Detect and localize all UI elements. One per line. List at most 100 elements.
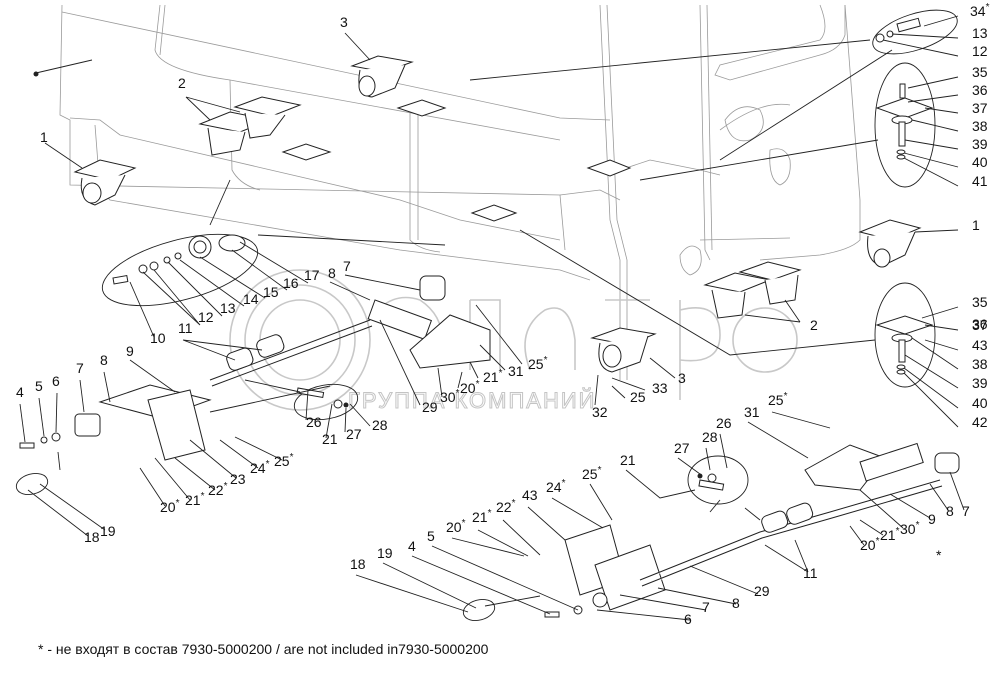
callout-labels: 12334*1312353637383940411353736433839404… [16,2,990,627]
callout-label-19: 19 [100,523,116,539]
standalone-asterisk: * [936,547,942,563]
callout-label-38: 38 [972,118,988,134]
callout-label-29: 29 [754,583,770,599]
callout-label-35: 35 [972,294,988,310]
callout-label-24: 24* [250,459,270,476]
callout-label-20: 20* [860,536,880,553]
callout-label-27: 27 [346,426,362,442]
callout-label-17: 17 [304,267,320,283]
callout-label-43: 43 [972,337,988,353]
callout-label-21: 21* [483,368,503,385]
linkage-right [544,442,960,618]
callout-label-12: 12 [198,309,214,325]
callout-label-20: 20* [160,498,180,515]
footnote: * - не входят в состав 7930-5000200 / ar… [38,641,489,657]
callout-label-18: 18 [350,556,366,572]
callout-label-9: 9 [928,511,936,527]
callout-label-8: 8 [732,595,740,611]
callout-label-25: 25* [768,391,788,408]
callout-label-14: 14 [243,291,259,307]
callout-label-20: 20* [460,379,480,396]
callout-label-26: 26 [716,415,732,431]
cab-body-outline [59,4,861,380]
callout-label-33: 33 [652,380,668,396]
callout-label-1: 1 [40,129,48,145]
callout-label-36: 36 [972,316,988,332]
mounting-pads [281,99,632,222]
callout-label-7: 7 [962,503,970,519]
callout-label-11: 11 [803,565,818,581]
bracket-2-left [198,96,302,156]
callout-label-7: 7 [343,258,351,274]
detail-parts [112,17,934,491]
callout-label-9: 9 [126,343,134,359]
callout-label-4: 4 [408,538,416,554]
callout-label-34: 34* [970,2,990,19]
bracket-1-left [73,159,137,206]
callout-label-31: 31 [744,404,760,420]
callout-label-8: 8 [328,265,336,281]
callout-label-15: 15 [263,284,279,300]
callout-label-23: 23 [230,471,246,487]
callout-label-11: 11 [178,320,193,336]
callout-label-42: 42 [972,414,988,430]
detail-callout-ellipses [15,9,958,621]
callout-label-31: 31 [508,363,524,379]
callout-label-21: 21 [620,452,636,468]
callout-label-26: 26 [306,414,322,430]
callout-label-41: 41 [972,173,988,189]
callout-label-3: 3 [340,14,348,30]
callout-label-43: 43 [522,487,538,503]
callout-label-28: 28 [372,417,388,433]
callout-label-21: 21* [880,526,900,543]
callout-label-37: 37 [972,100,988,116]
bracket-3-right [590,327,657,373]
callout-label-13: 13 [972,25,988,41]
bracket-1-right [858,219,922,268]
callout-label-20: 20* [446,518,466,535]
callout-label-7: 7 [76,360,84,376]
callout-label-10: 10 [150,330,166,346]
callout-label-21: 21* [185,491,205,508]
callout-label-6: 6 [684,611,692,627]
callout-label-37: 37 [972,317,988,333]
callout-label-39: 39 [972,136,988,152]
callout-label-4: 4 [16,384,24,400]
callout-label-25: 25 [630,389,646,405]
callout-label-1: 1 [972,217,980,233]
callout-label-3: 3 [678,370,686,386]
watermark-subtitle: ГРУППА КОМПАНИЙ [348,388,597,413]
callout-label-2: 2 [810,317,818,333]
callout-label-12: 12 [972,43,988,59]
callout-label-5: 5 [427,528,435,544]
linkage-left [19,275,491,461]
callout-label-22: 22* [208,481,228,498]
callout-label-16: 16 [283,275,299,291]
callout-label-25: 25* [528,355,548,372]
callout-label-35: 35 [972,64,988,80]
callout-label-27: 27 [674,440,690,456]
callout-label-6: 6 [52,373,60,389]
callout-label-29: 29 [422,399,438,415]
callout-label-36: 36 [972,82,988,98]
callout-label-2: 2 [178,75,186,91]
callout-label-8: 8 [100,352,108,368]
callout-label-38: 38 [972,356,988,372]
callout-label-13: 13 [220,300,236,316]
callout-label-21: 21 [322,431,338,447]
bracket-2-right [703,261,802,319]
callout-label-39: 39 [972,375,988,391]
bracket-3-top [350,55,414,98]
leader-lines [19,15,965,621]
callout-label-7: 7 [702,599,710,615]
callout-label-40: 40 [972,154,988,170]
callout-label-25: 25* [582,465,602,482]
callout-label-25: 25* [274,452,294,469]
callout-label-19: 19 [377,545,393,561]
callout-label-30: 30* [440,388,460,405]
callout-label-5: 5 [35,378,43,394]
callout-label-40: 40 [972,395,988,411]
callout-label-21: 21* [472,508,492,525]
callout-label-30: 30* [900,520,920,537]
callout-label-32: 32 [592,404,608,420]
